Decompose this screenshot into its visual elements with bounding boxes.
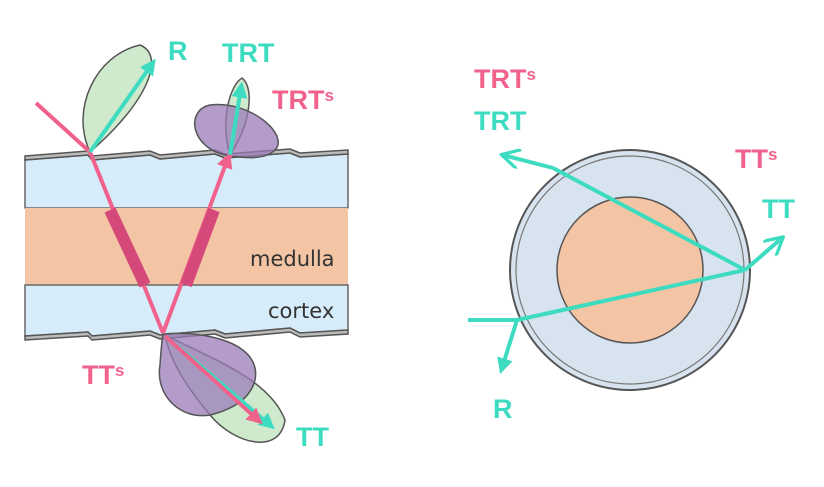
medulla-path-up	[180, 207, 220, 288]
right-refracted-ray	[516, 268, 746, 322]
left-diagram: medulla cortex R TRT TRTs TTs TT	[24, 36, 349, 452]
left-trt-label: TRT	[222, 38, 275, 68]
left-trt-s-label: TRTs	[272, 85, 334, 115]
r-lobe	[82, 44, 153, 154]
trt-s-lobe	[194, 103, 279, 159]
right-tt-label: TT	[762, 194, 795, 224]
right-trt-s-sup: s	[526, 65, 535, 84]
right-tt-s-sup: s	[768, 145, 777, 164]
medulla-circle	[556, 196, 704, 344]
left-tt-s-text: TT	[82, 360, 115, 390]
top-cortex-layer	[24, 152, 349, 209]
incident-ray	[34, 101, 92, 154]
right-trt-s-text: TRT	[474, 64, 527, 94]
trt-s-arrow	[228, 154, 233, 158]
right-tt-arrow	[743, 238, 782, 272]
tt-s-arrow	[163, 334, 263, 425]
right-diagram: TRTs TRT TTs TT R	[468, 64, 795, 424]
left-trt-s-sup: s	[324, 86, 333, 105]
right-trt-label: TRT	[474, 106, 527, 136]
left-trt-s-text: TRT	[272, 85, 325, 115]
right-tt-s-label: TTs	[735, 144, 777, 174]
left-tt-s-label: TTs	[82, 360, 124, 390]
cortex-label: cortex	[268, 299, 334, 323]
right-internal-reflection	[552, 166, 746, 272]
trt-arrow	[228, 81, 248, 156]
left-tt-s-sup: s	[115, 361, 124, 380]
left-r-label: R	[168, 36, 188, 66]
right-r-label: R	[493, 394, 513, 424]
r-arrow	[88, 58, 156, 154]
left-tt-label: TT	[296, 422, 329, 452]
right-trt-s-label: TRTs	[474, 64, 536, 94]
right-tt-s-text: TT	[735, 144, 768, 174]
medulla-path-down	[104, 207, 151, 288]
right-trt-arrow	[503, 155, 554, 170]
medulla-label: medulla	[250, 247, 335, 271]
right-r-arrow	[497, 319, 519, 375]
